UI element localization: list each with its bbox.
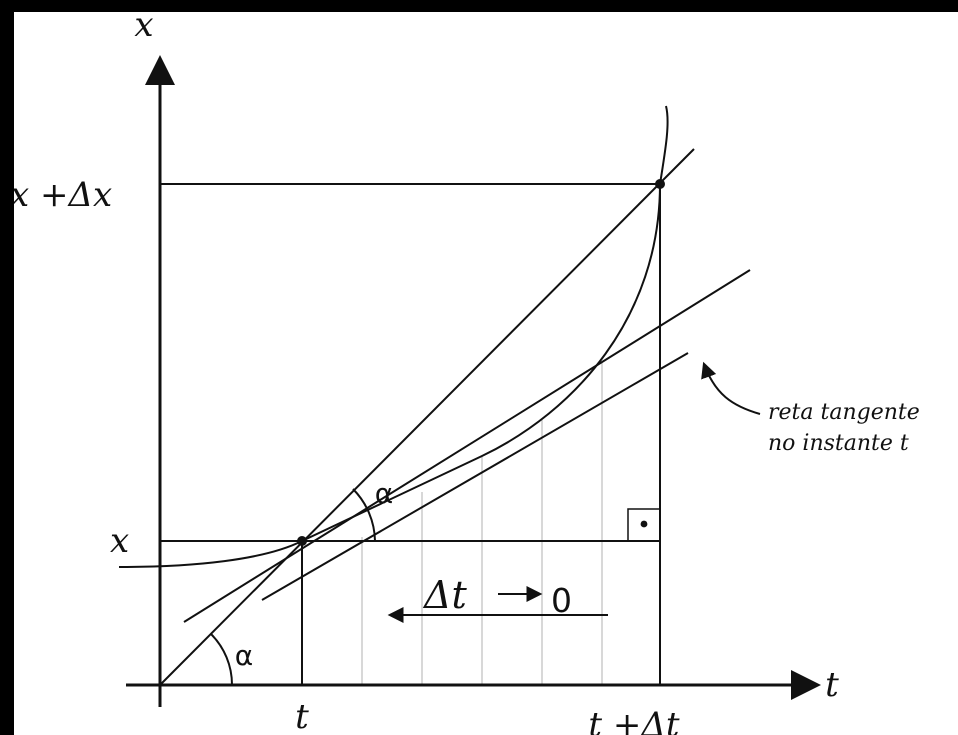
tangent-note-line-2: no instante t	[768, 431, 909, 456]
tangent-line-upper	[183, 269, 751, 623]
x-value-label: x	[110, 521, 129, 561]
alpha-top-label: α	[375, 477, 393, 510]
right-angle-dot	[640, 520, 648, 528]
delta-t-label: Δt	[422, 573, 467, 617]
right-angle-marker	[627, 508, 661, 542]
alpha-bottom-arc	[210, 633, 234, 686]
x-plus-delta-label: x +Δx	[14, 175, 112, 215]
diagram-frame: x t x +Δx x t t +Δt α α Δt 0 reta tangen…	[14, 12, 958, 735]
zero-label: 0	[551, 581, 572, 620]
tangent-line-diagram: x t x +Δx x t t +Δt α α Δt 0 reta tangen…	[14, 12, 920, 735]
tangent-note-line-1: reta tangente	[768, 400, 920, 425]
alpha-top-arc	[352, 488, 376, 542]
point-t-plus-delta	[655, 179, 665, 189]
tangent-note-arrow	[701, 361, 761, 415]
tangent-line-lower	[261, 352, 689, 601]
t-label: t	[295, 697, 309, 735]
motion-curve	[118, 105, 669, 568]
grid-lines	[361, 362, 603, 685]
alpha-bottom-label: α	[235, 639, 253, 672]
x-axis-label: t	[825, 665, 839, 705]
t-plus-delta-label: t +Δt	[588, 705, 680, 735]
secant-line	[159, 148, 695, 686]
point-t	[297, 536, 307, 546]
y-axis-label: x	[134, 12, 153, 45]
